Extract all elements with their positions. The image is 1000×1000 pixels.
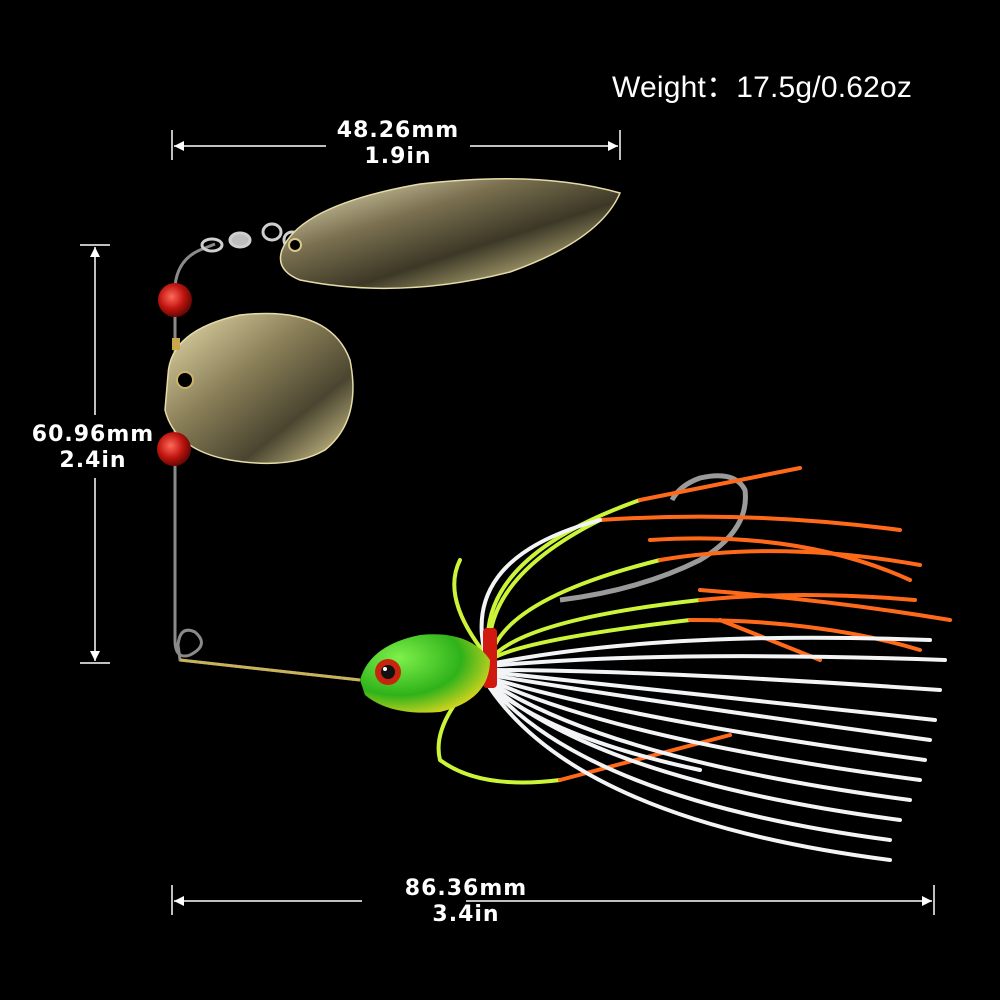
- height-mm: 60.96mm: [31, 422, 155, 447]
- red-bead-top: [158, 283, 192, 317]
- silicone-skirt: [436, 466, 952, 862]
- total-length-label: 86.36mm 3.4in: [336, 876, 596, 928]
- hook: [559, 473, 748, 603]
- clevis: [172, 338, 180, 350]
- willow-blade: [279, 177, 622, 290]
- height-label: 60.96mm 2.4in: [18, 422, 168, 474]
- weight-label: Weight：17.5g/0.62oz: [612, 62, 912, 106]
- height-in: 2.4in: [59, 448, 127, 473]
- blade-hole: [288, 238, 302, 252]
- weight-label-prefix: Weight：: [612, 71, 737, 104]
- dimension-line-total-length: [171, 885, 935, 915]
- blade-length-mm: 48.26mm: [336, 118, 460, 143]
- dimension-line-height: [80, 244, 110, 664]
- blade-length-label: 48.26mm 1.9in: [318, 118, 478, 170]
- total-length-in: 3.4in: [432, 902, 500, 927]
- colorado-blade: [164, 312, 354, 465]
- dimension-line-blade-length: [171, 130, 621, 160]
- blade-length-in: 1.9in: [364, 144, 432, 169]
- lure-head: [360, 634, 490, 713]
- red-bead-bottom: [157, 432, 191, 466]
- blade-hole: [176, 371, 194, 389]
- total-length-mm: 86.36mm: [404, 876, 528, 901]
- wire-arm: [179, 658, 361, 682]
- weight-value: 17.5g/0.62oz: [736, 71, 913, 104]
